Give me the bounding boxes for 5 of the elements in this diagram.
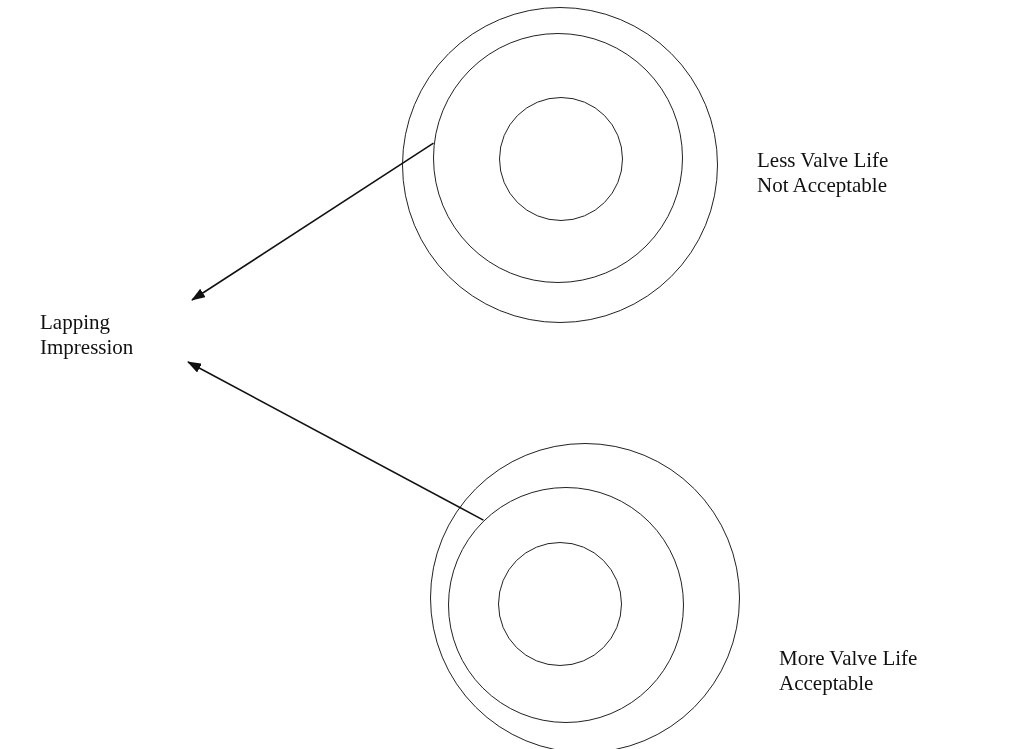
caption-text: More Valve Life Acceptable — [779, 646, 919, 696]
caption-text: Less Valve Life Not Acceptable — [757, 148, 890, 198]
leader-line — [191, 142, 435, 301]
leader-line — [187, 361, 485, 521]
callout-text: Lapping Impression — [40, 310, 160, 360]
